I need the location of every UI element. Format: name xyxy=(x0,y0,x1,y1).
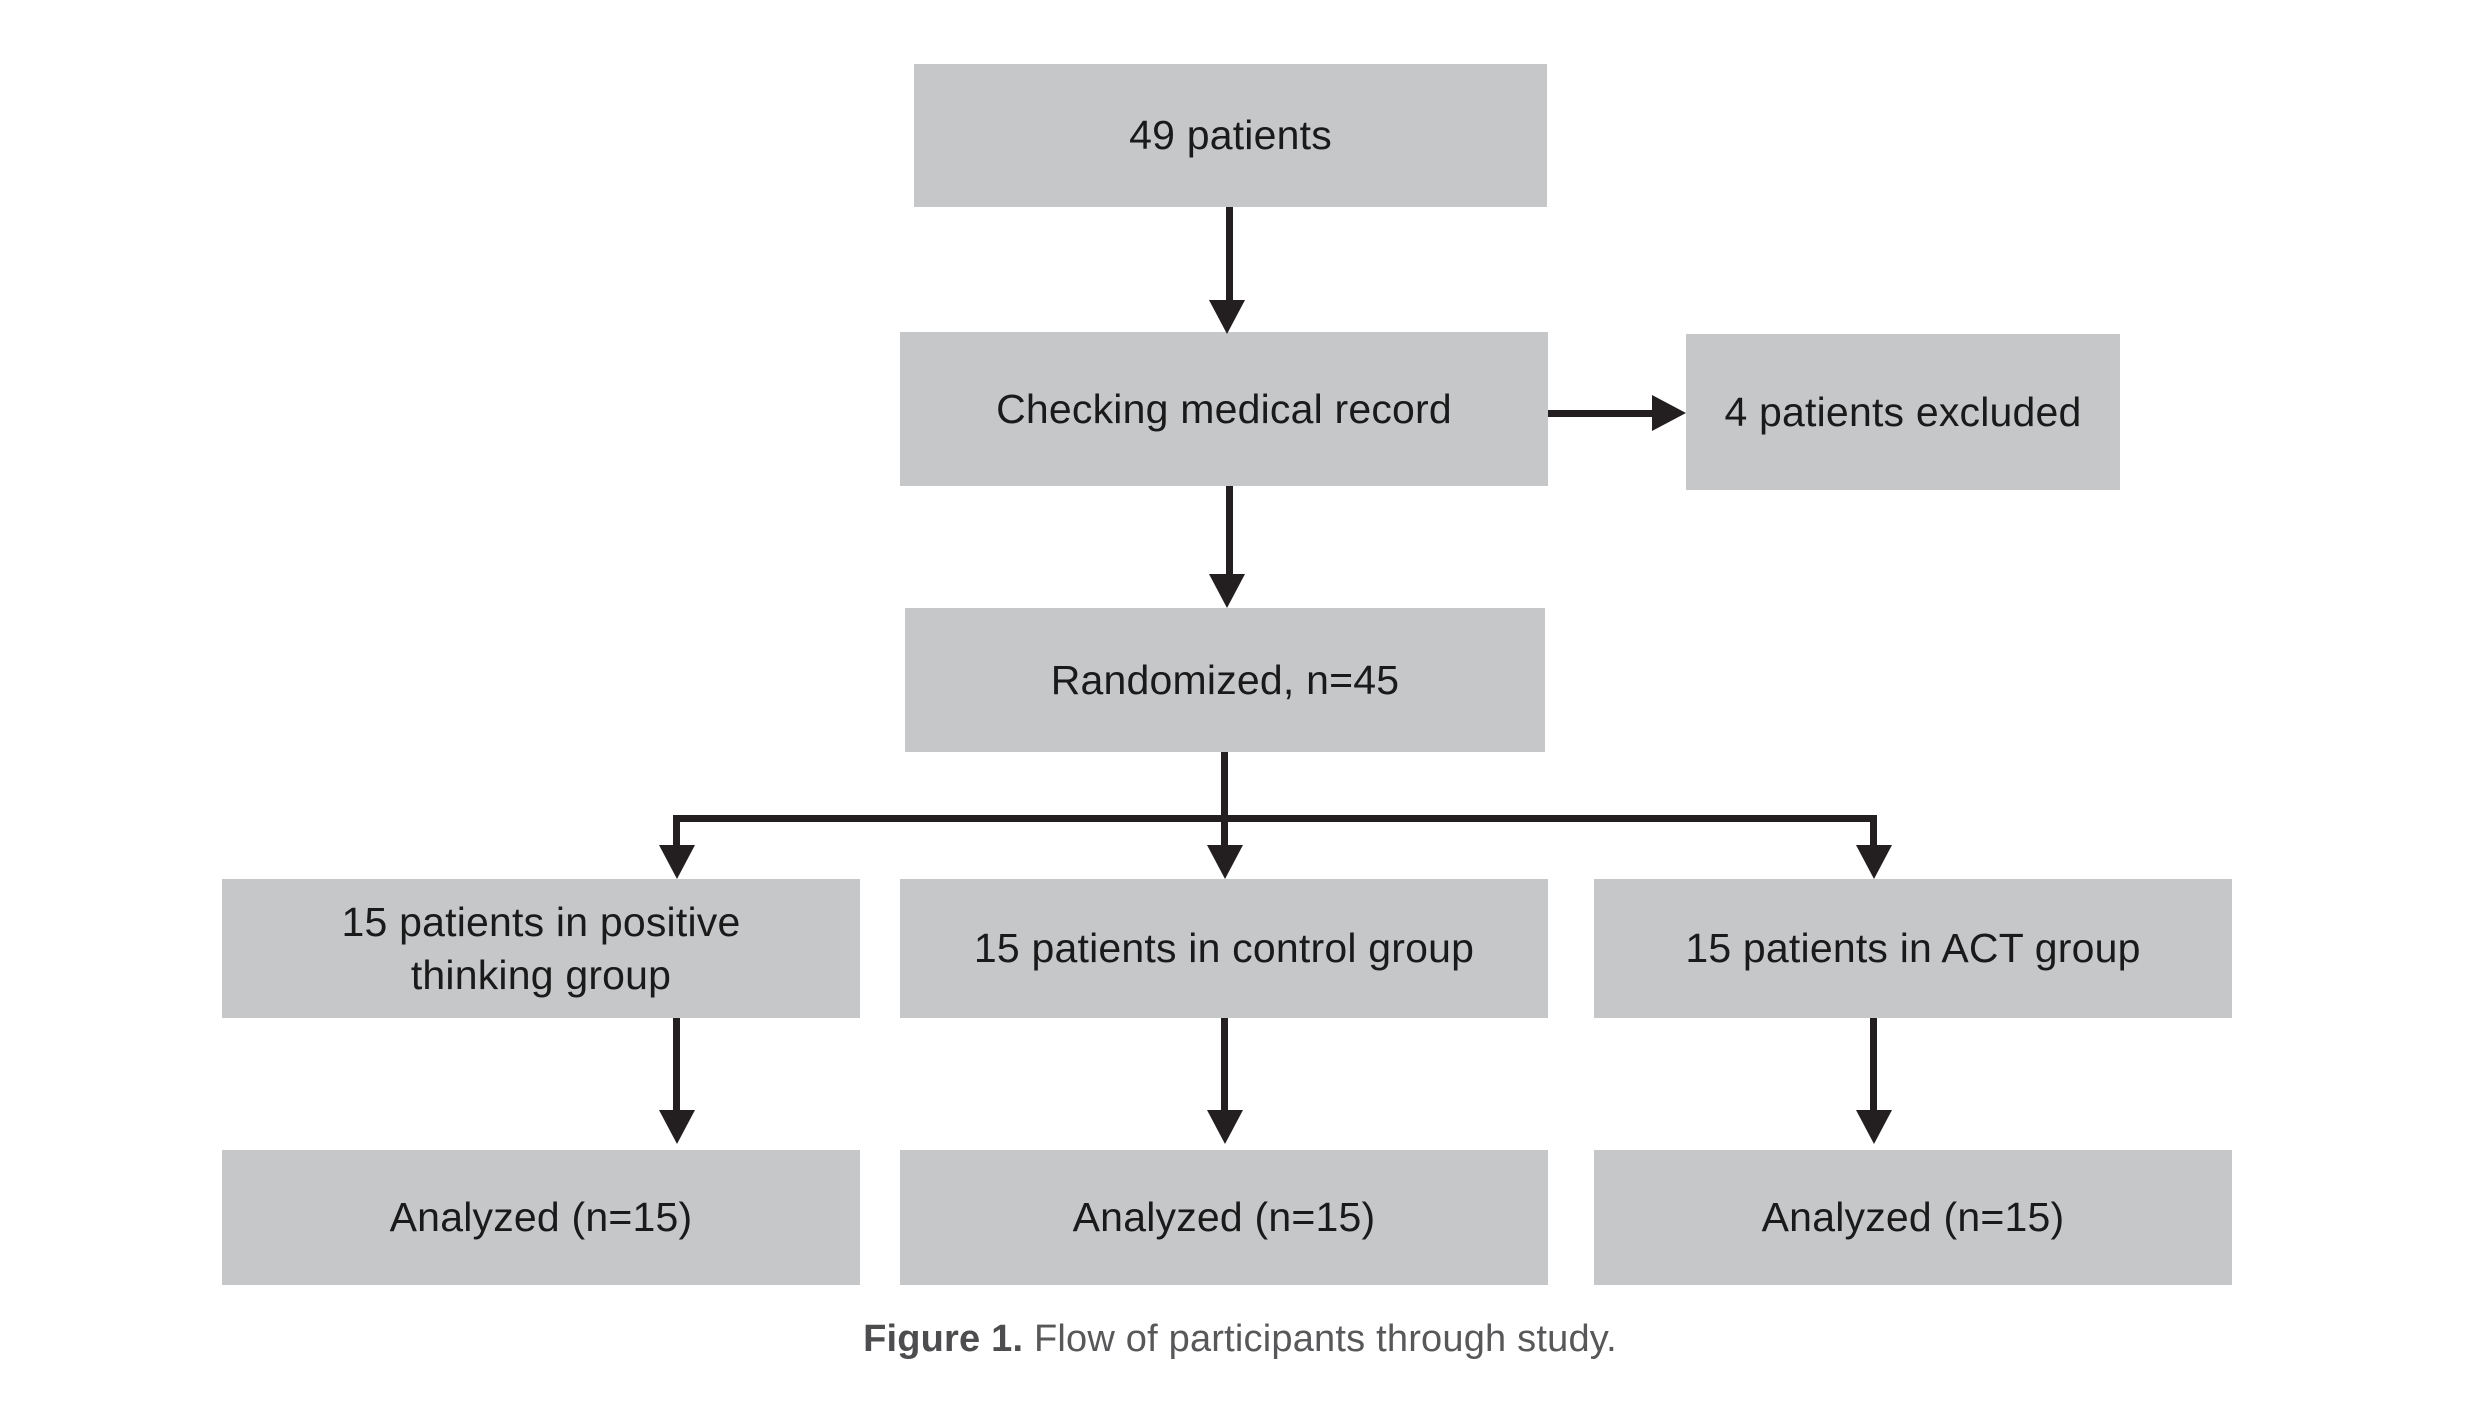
connector-branch-left-line xyxy=(673,815,680,855)
node-analyzed-act: Analyzed (n=15) xyxy=(1594,1150,2232,1285)
node-randomized: Randomized, n=45 xyxy=(905,608,1545,752)
arrow-down-icon-positive-to-analyzed xyxy=(659,1110,695,1144)
arrow-down-icon-total-to-check xyxy=(1209,300,1245,334)
connector-positive-to-analyzed-line xyxy=(673,1018,680,1118)
connector-branch-right-line xyxy=(1870,815,1877,855)
arrow-down-icon-control-to-analyzed xyxy=(1207,1110,1243,1144)
node-group-positive-thinking: 15 patients in positive thinking group xyxy=(222,879,860,1018)
connector-branch-bar xyxy=(673,815,1877,822)
connector-total-to-check-line xyxy=(1226,207,1233,307)
arrow-down-icon-act-to-analyzed xyxy=(1856,1110,1892,1144)
arrow-down-icon-check-to-randomized xyxy=(1209,574,1245,608)
connector-check-to-randomized-line xyxy=(1226,486,1233,574)
arrow-right-icon-check-to-excluded xyxy=(1652,395,1686,431)
connector-act-to-analyzed-line xyxy=(1870,1018,1877,1118)
node-analyzed-control: Analyzed (n=15) xyxy=(900,1150,1548,1285)
figure-caption-label: Figure 1. xyxy=(863,1318,1024,1360)
connector-randomized-trunk-line xyxy=(1221,752,1228,822)
figure-caption: Figure 1. Flow of participants through s… xyxy=(0,1318,2480,1361)
arrow-down-icon-branch-right xyxy=(1856,845,1892,879)
connector-branch-center-line xyxy=(1221,815,1228,855)
node-checking-medical-record: Checking medical record xyxy=(900,332,1548,486)
node-total-patients: 49 patients xyxy=(914,64,1547,207)
node-group-control: 15 patients in control group xyxy=(900,879,1548,1018)
connector-control-to-analyzed-line xyxy=(1221,1018,1228,1118)
figure-caption-text: Flow of participants through study. xyxy=(1023,1318,1617,1360)
connector-check-to-excluded-line xyxy=(1548,410,1658,417)
node-analyzed-positive-thinking: Analyzed (n=15) xyxy=(222,1150,860,1285)
node-group-act: 15 patients in ACT group xyxy=(1594,879,2232,1018)
arrow-down-icon-branch-center xyxy=(1207,845,1243,879)
arrow-down-icon-branch-left xyxy=(659,845,695,879)
node-patients-excluded: 4 patients excluded xyxy=(1686,334,2120,490)
